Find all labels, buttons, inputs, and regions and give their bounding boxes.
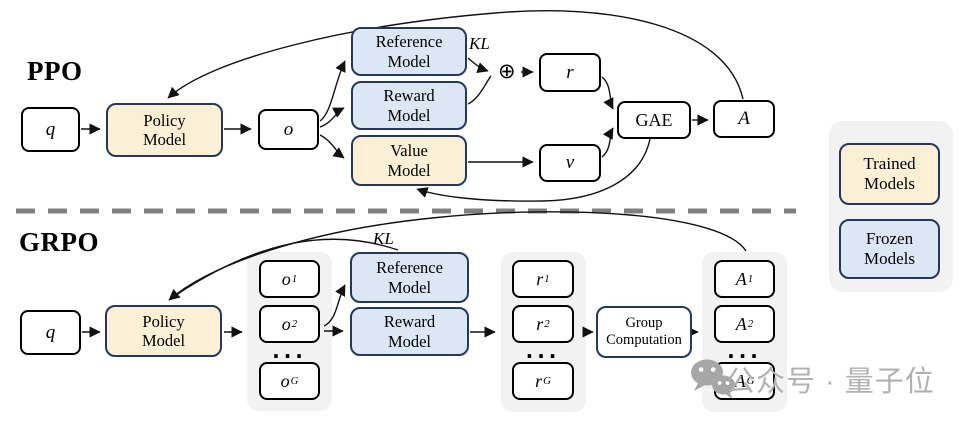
ppo-reference-model-box: Reference Model <box>351 27 467 76</box>
ppo-advantage-box: A <box>713 100 775 138</box>
wechat-icon <box>691 359 735 399</box>
ppo-policy-model-box: Policy Model <box>106 103 223 157</box>
watermark-text: 公众号 · 量子位 <box>726 366 935 398</box>
ppo-reward-model-box: Reward Model <box>351 81 467 130</box>
ppo-value-estimate-box: v <box>539 144 601 182</box>
arrow-grpo-advantages-to-policy-feedback <box>168 211 747 301</box>
arrow-grpo-outputs-to-reference <box>323 284 346 327</box>
arrow-ppo-o-to-reference <box>319 60 346 122</box>
grpo-reward-ellipsis: ··· <box>525 344 561 368</box>
grpo-advantage-ellipsis: ··· <box>727 344 762 368</box>
arrow-ppo-r-to-gae <box>601 76 614 110</box>
arrow-ppo-a-to-policy-feedback <box>167 10 744 100</box>
legend-trained-models: Trained Models <box>839 143 940 205</box>
ppo-section-title: PPO <box>27 56 83 86</box>
ppo-query-box: q <box>21 107 80 152</box>
watermark: 公众号 · 量子位 <box>690 358 935 400</box>
ppo-output-box: o <box>258 109 319 150</box>
ppo-gae-box: GAE <box>617 101 691 139</box>
ppo-reward-value-box: r <box>539 53 601 92</box>
arrow-ppo-v-to-gae <box>601 127 614 158</box>
arrow-ppo-reward-to-merge <box>467 75 492 105</box>
grpo-reward-model-box: Reward Model <box>350 307 469 356</box>
grpo-policy-model-box: Policy Model <box>105 305 222 357</box>
grpo-group-computation-box: Group Computation <box>596 306 692 358</box>
grpo-output-ellipsis: ··· <box>272 344 307 368</box>
ppo-kl-label: KL <box>469 34 490 53</box>
arrow-ppo-reference-kl-to-merge <box>467 57 489 73</box>
grpo-reference-model-box: Reference Model <box>350 252 469 303</box>
ppo-plus-circle-icon: ⊕ <box>498 59 516 83</box>
grpo-section-title: GRPO <box>19 227 99 257</box>
arrow-ppo-o-to-reward <box>319 107 345 128</box>
ppo-value-model-box: Value Model <box>351 135 467 186</box>
grpo-query-box: q <box>20 310 81 355</box>
arrow-ppo-o-to-value <box>319 134 345 159</box>
legend-frozen-models: Frozen Models <box>839 219 940 279</box>
arrow-ppo-gae-to-value-feedback <box>416 138 651 202</box>
grpo-kl-label: KL <box>373 229 394 248</box>
